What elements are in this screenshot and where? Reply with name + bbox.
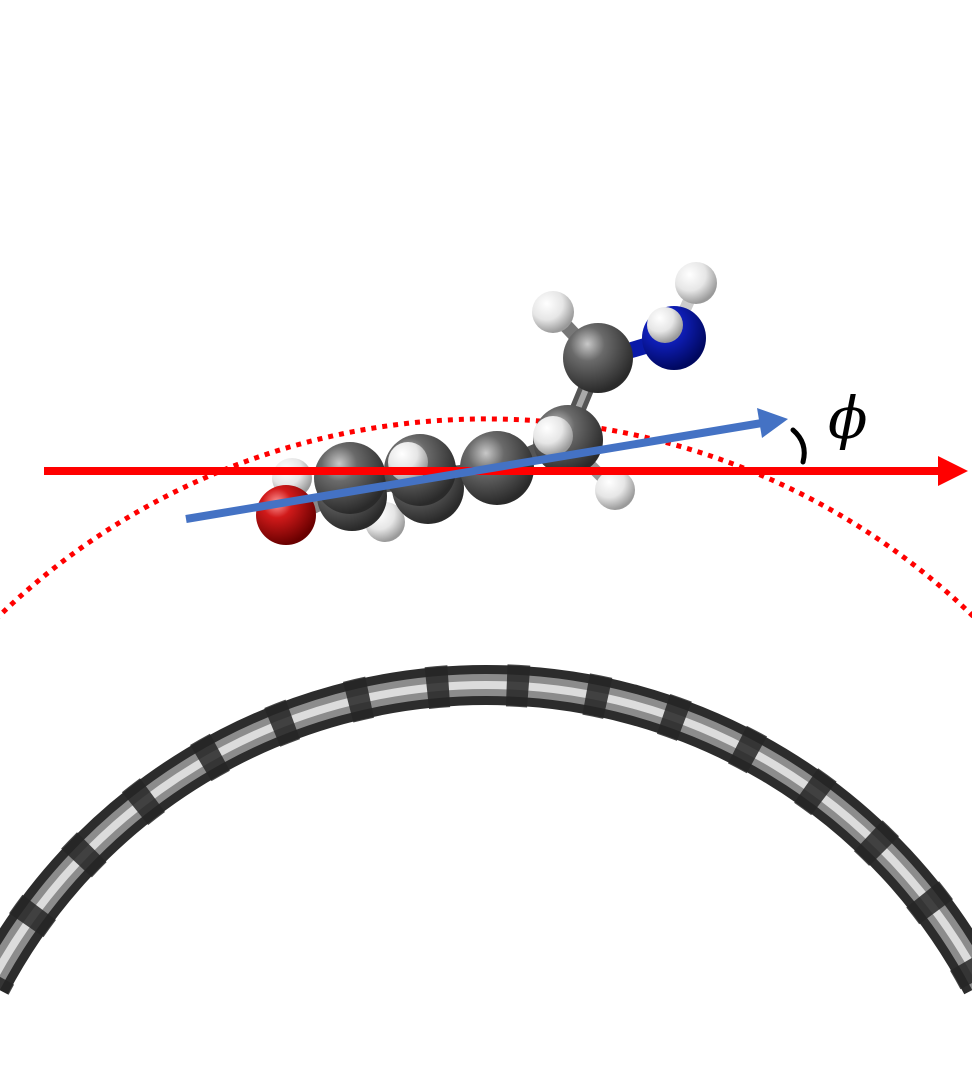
nanotube-wall xyxy=(0,663,972,995)
angle-label: ϕ xyxy=(828,384,868,452)
hydrogen-atom xyxy=(675,262,717,304)
hydrogen-atom xyxy=(532,291,574,333)
carbon-atom xyxy=(563,323,633,393)
dotted-circle xyxy=(0,416,972,619)
hydrogen-atom xyxy=(647,307,683,343)
angle-arc xyxy=(790,427,807,465)
molecule-atoms xyxy=(256,262,717,545)
carbon-atom xyxy=(314,442,386,514)
oxygen-atom xyxy=(256,485,316,545)
hydrogen-atom xyxy=(595,470,635,510)
molecule-axis-arrow xyxy=(185,408,788,523)
hydrogen-atom xyxy=(533,416,573,456)
